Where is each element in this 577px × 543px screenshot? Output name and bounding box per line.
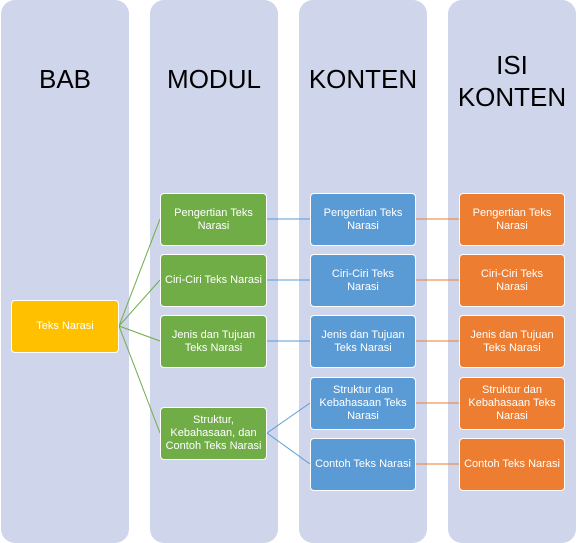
konten-node-ciri-ciri: Ciri-Ciri Teks Narasi	[310, 254, 416, 307]
column-title-modul: MODUL	[167, 64, 261, 94]
connector-bab-modul-3	[118, 325, 161, 342]
column-title-bab: BAB	[38, 64, 92, 94]
isi-node-struktur-kebahasaan: Struktur dan Kebahasaan Teks Narasi	[459, 377, 565, 430]
konten-node-struktur-kebahasaan: Struktur dan Kebahasaan Teks Narasi	[310, 377, 416, 430]
modul-node-ciri-ciri: Ciri-Ciri Teks Narasi	[160, 254, 267, 307]
modul-node-struktur-kebahasaan-contoh: Struktur, Kebahasaan, dan Contoh Teks Na…	[160, 407, 267, 460]
modul-node-jenis-tujuan: Jenis dan Tujuan Teks Narasi	[160, 315, 267, 368]
column-title-isi-line2: KONTEN	[457, 82, 567, 112]
isi-node-ciri-ciri: Ciri-Ciri Teks Narasi	[459, 254, 565, 307]
isi-node-contoh: Contoh Teks Narasi	[459, 438, 565, 491]
modul-node-pengertian: Pengertian Teks Narasi	[160, 193, 267, 246]
connector-modul-konten-4	[266, 402, 311, 434]
connector-bab-modul-2	[118, 279, 161, 327]
column-title-isi-line1: ISI	[496, 50, 528, 80]
column-bab: BAB	[1, 0, 129, 543]
isi-node-jenis-tujuan: Jenis dan Tujuan Teks Narasi	[459, 315, 565, 368]
connector-modul-konten-5	[266, 432, 311, 465]
konten-node-pengertian: Pengertian Teks Narasi	[310, 193, 416, 246]
bab-node-teks-narasi: Teks Narasi	[11, 300, 119, 353]
konten-node-contoh: Contoh Teks Narasi	[310, 438, 416, 491]
connector-bab-modul-4	[118, 325, 161, 434]
konten-node-jenis-tujuan: Jenis dan Tujuan Teks Narasi	[310, 315, 416, 368]
isi-node-pengertian: Pengertian Teks Narasi	[459, 193, 565, 246]
connector-bab-modul-1	[118, 218, 161, 327]
column-title-konten: KONTEN	[308, 64, 418, 94]
